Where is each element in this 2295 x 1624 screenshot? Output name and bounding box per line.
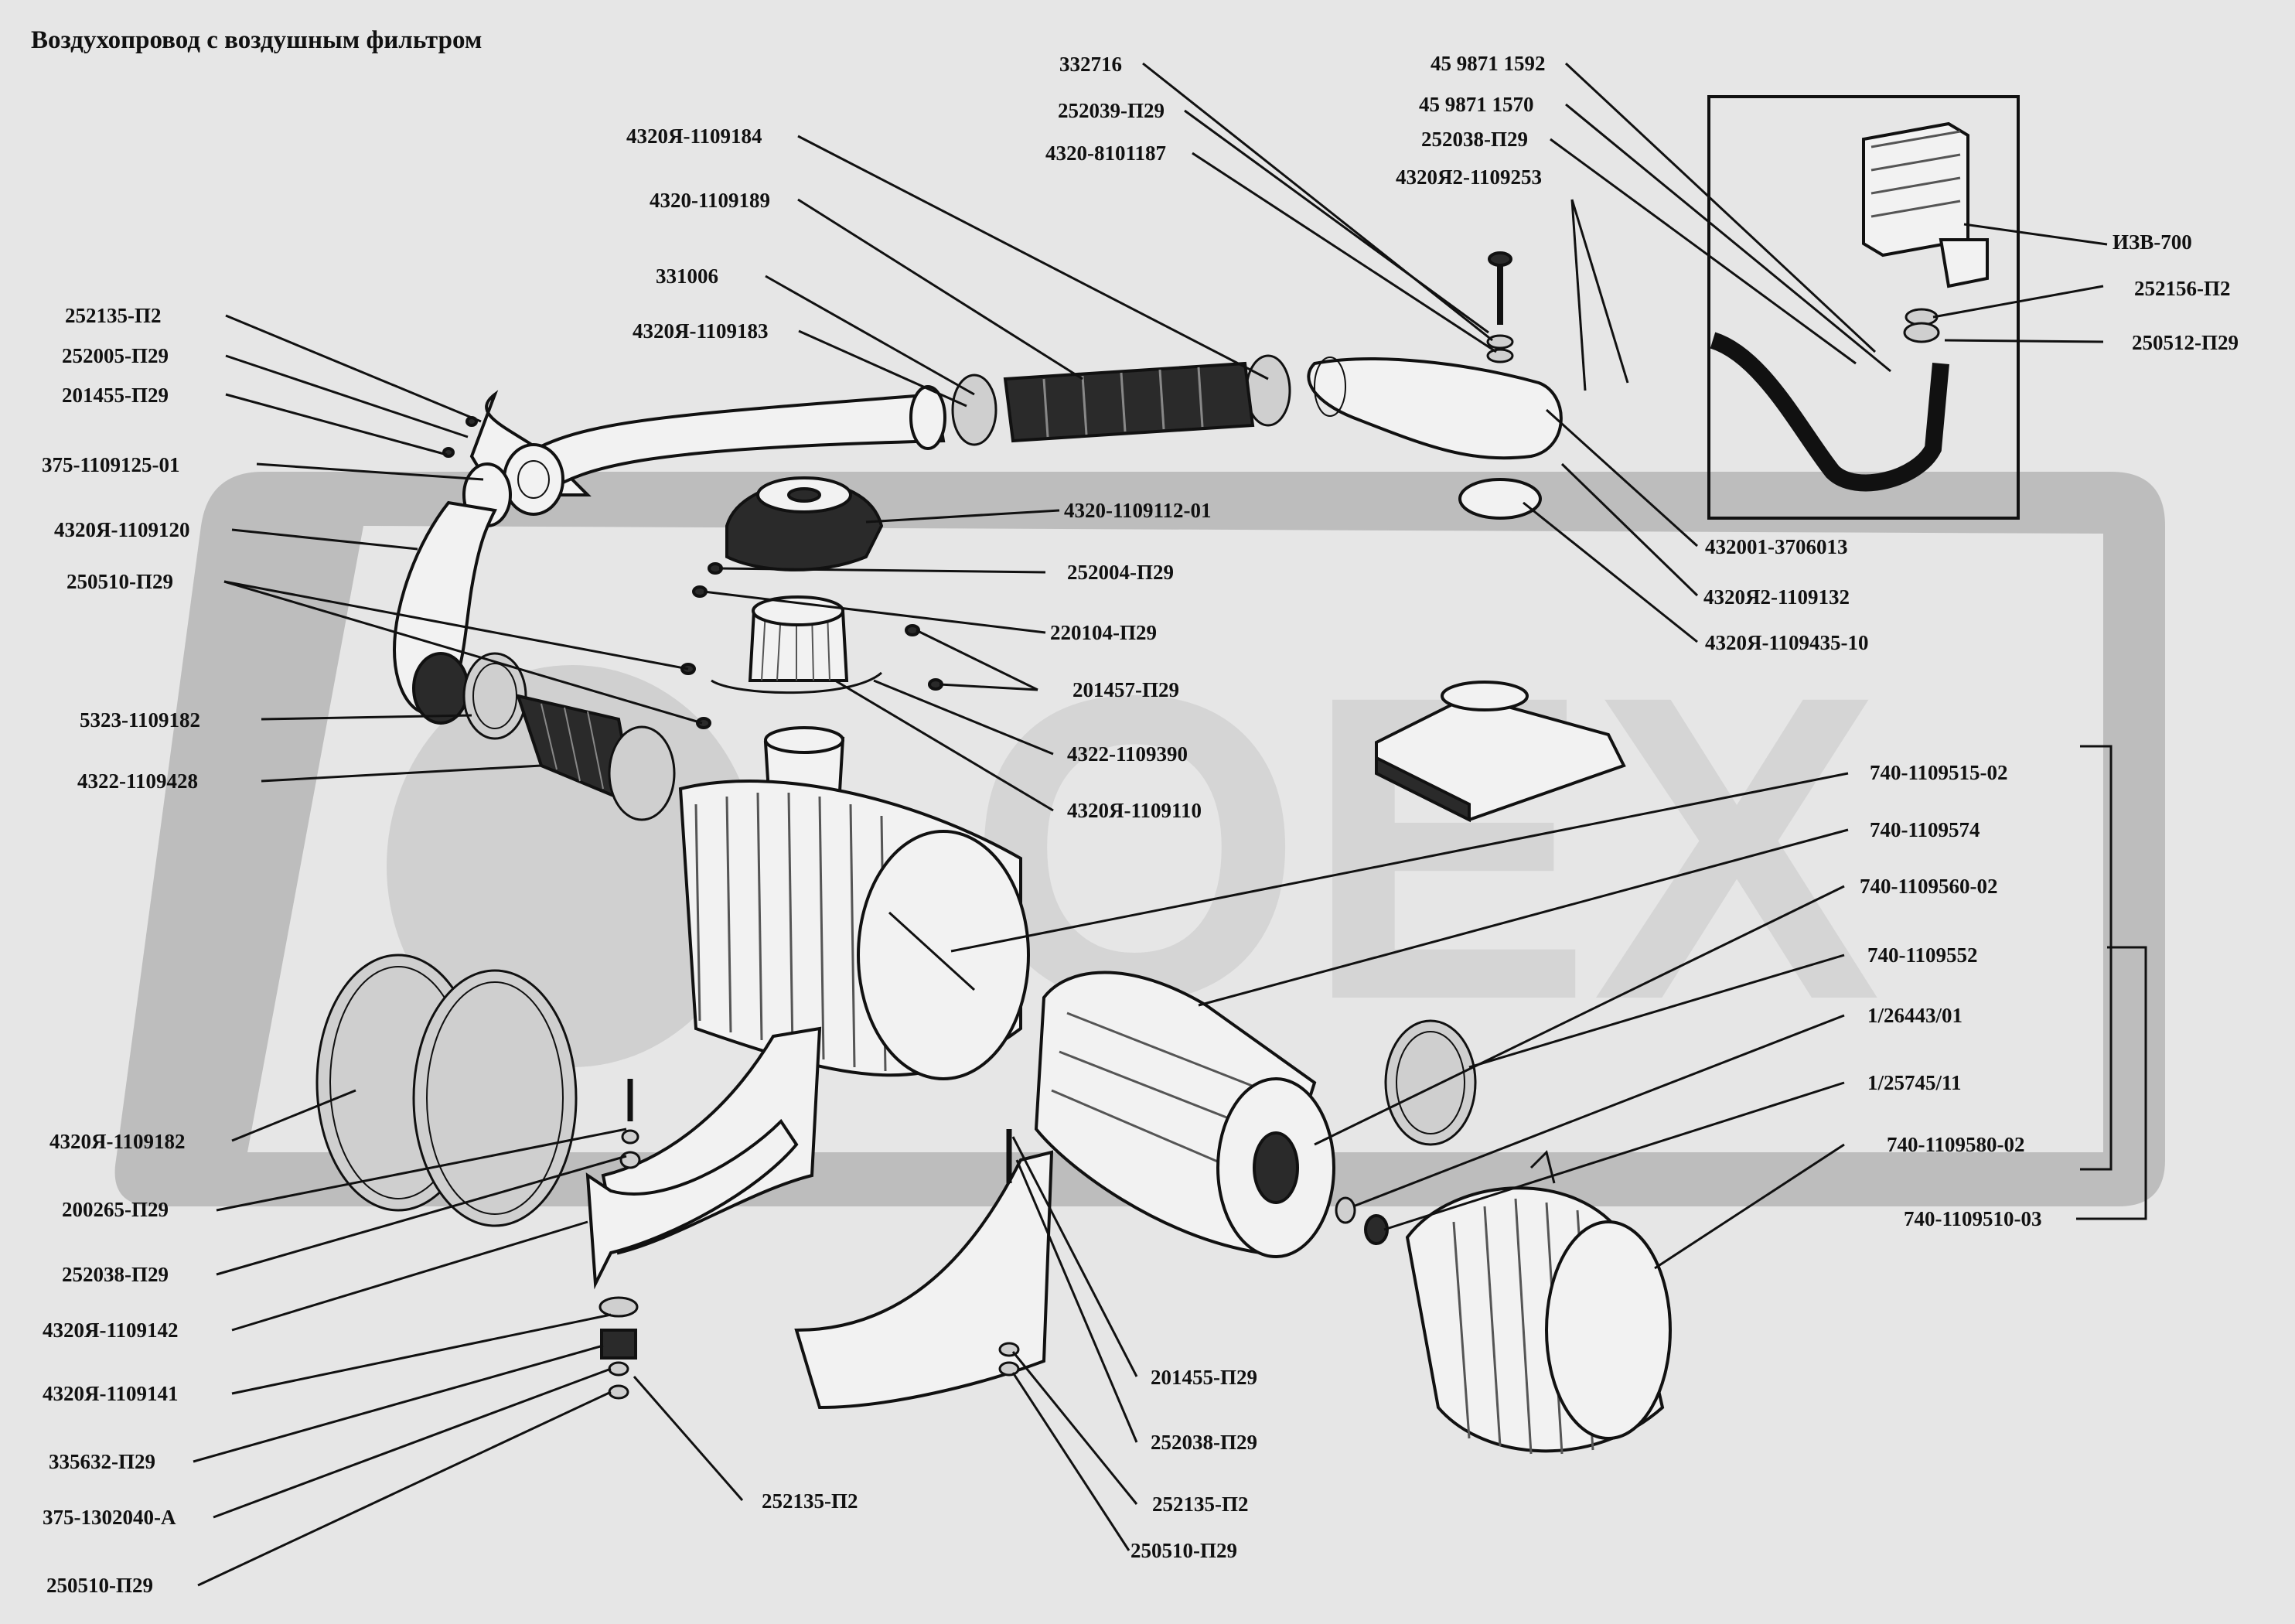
label-4320ya-1109184: 4320Я-1109184: [626, 125, 762, 148]
restriction-indicator: [1862, 121, 1969, 258]
label-201455-p29-right: 201455-П29: [1151, 1366, 1257, 1389]
upper-clamp-left: [951, 374, 997, 446]
label-740-1109574: 740-1109574: [1870, 818, 1980, 841]
label-1-25745-11: 1/25745/11: [1867, 1071, 1962, 1094]
part-labels: 332716 252039-П29 4320-8101187 4320Я-110…: [42, 52, 2239, 1597]
label-45-9871-1592: 45 9871 1592: [1431, 52, 1546, 75]
label-4320ya2-1109253: 4320Я2-1109253: [1396, 165, 1542, 189]
hood-gasket: [1458, 478, 1542, 520]
label-4320-8101187: 4320-8101187: [1045, 142, 1166, 165]
label-252005-p29: 252005-П29: [62, 344, 169, 367]
diagram-title: Воздухопровод с воздушным фильтром: [31, 26, 482, 54]
label-45-9871-1570: 45 9871 1570: [1419, 93, 1534, 116]
label-250512-p29: 250512-П29: [2132, 331, 2239, 354]
label-220104-p29: 220104-П29: [1050, 621, 1157, 644]
label-izv-700: ИЗВ-700: [2113, 230, 2192, 254]
label-4320ya-1109183: 4320Я-1109183: [633, 319, 769, 343]
support-bracket-right: [794, 1150, 1054, 1410]
label-740-1109560-02: 740-1109560-02: [1860, 875, 1998, 898]
air-intake-hood: [1307, 357, 1563, 460]
wing-washer: [1335, 1196, 1356, 1224]
intake-pipe-body: [507, 392, 946, 497]
label-740-1109510-03: 740-1109510-03: [1904, 1207, 2042, 1230]
inset-box: [1707, 95, 2020, 520]
support-bracket-left: [585, 1118, 799, 1290]
label-252038-p29-top: 252038-П29: [1421, 128, 1528, 151]
label-331006: 331006: [656, 264, 718, 288]
label-375-1302040-a: 375-1302040-А: [43, 1506, 176, 1529]
upper-clamp-right: [1245, 354, 1291, 427]
rubber-washer: [598, 1296, 639, 1318]
label-740-1109515-02: 740-1109515-02: [1870, 761, 2008, 784]
label-432001-3706013: 432001-3706013: [1705, 535, 1848, 558]
label-200265-p29: 200265-П29: [62, 1198, 169, 1221]
label-201455-p29-left: 201455-П29: [62, 384, 169, 407]
label-740-1109580-02: 740-1109580-02: [1887, 1133, 2025, 1156]
label-4320ya-1109142: 4320Я-1109142: [43, 1319, 179, 1342]
label-4320ya-1109435-10: 4320Я-1109435-10: [1705, 631, 1869, 654]
label-4322-1109428: 4322-1109428: [77, 769, 198, 793]
label-252004-p29: 252004-П29: [1067, 561, 1174, 584]
label-252135-p2-right: 252135-П2: [1152, 1493, 1249, 1516]
label-332716: 332716: [1059, 53, 1122, 76]
label-4320ya-1109182: 4320Я-1109182: [49, 1130, 186, 1153]
label-252135-p2-center: 252135-П2: [762, 1489, 858, 1513]
label-252038-p29-right: 252038-П29: [1151, 1431, 1257, 1454]
label-201457-p29: 201457-П29: [1072, 678, 1179, 701]
label-4320-1109112-01: 4320-1109112-01: [1064, 499, 1212, 522]
corrugated-hose-upper: [1003, 361, 1255, 443]
label-4320ya-1109110: 4320Я-1109110: [1067, 799, 1202, 822]
label-740-1109552: 740-1109552: [1867, 943, 1978, 967]
label-4320ya2-1109132: 4320Я2-1109132: [1703, 585, 1850, 609]
label-4320ya-1109141: 4320Я-1109141: [43, 1382, 179, 1405]
sealing-ring: [1384, 1019, 1477, 1146]
label-4320-1109189: 4320-1109189: [650, 189, 770, 212]
label-375-1109125-01: 375-1109125-01: [42, 453, 180, 476]
hose-clamp: [462, 652, 527, 740]
housing-strap-2: [412, 969, 578, 1227]
label-1-26443-01: 1/26443/01: [1867, 1004, 1963, 1027]
label-4320ya-1109120: 4320Я-1109120: [54, 518, 190, 541]
label-250510-p29-left: 250510-П29: [66, 570, 173, 593]
label-252135-p2-left: 252135-П2: [65, 304, 162, 327]
label-250510-p29-right: 250510-П29: [1130, 1539, 1237, 1562]
label-335632-p29: 335632-П29: [49, 1450, 155, 1473]
wing-nut: [1364, 1214, 1389, 1245]
label-5323-1109182: 5323-1109182: [80, 708, 200, 732]
label-4322-1109390: 4322-1109390: [1067, 742, 1188, 766]
label-252156-p2: 252156-П2: [2134, 277, 2231, 300]
parts: [315, 95, 2020, 1455]
label-252039-p29: 252039-П29: [1058, 99, 1165, 122]
label-250510-p29-bottom: 250510-П29: [46, 1574, 153, 1597]
label-252038-p29-left: 252038-П29: [62, 1263, 169, 1286]
leader-lines: [193, 62, 2147, 1587]
flange-375-1109125-01: [503, 443, 564, 516]
